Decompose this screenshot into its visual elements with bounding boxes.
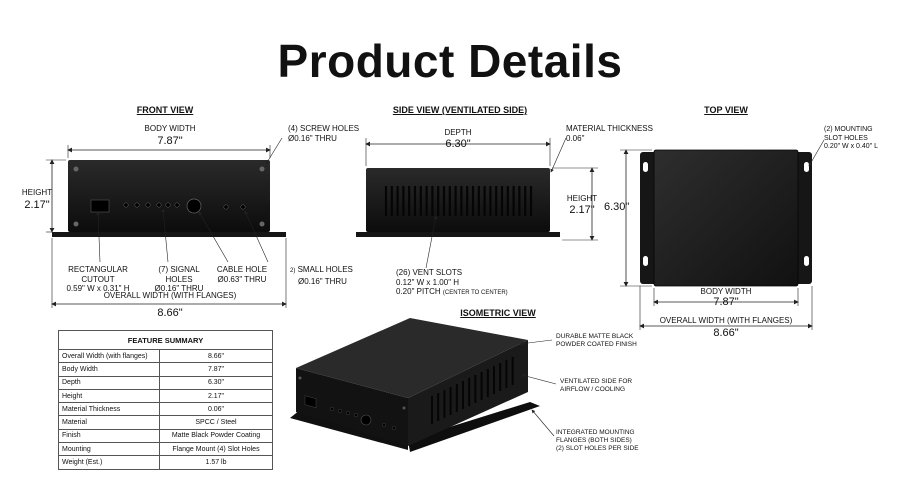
table-row: Overall Width (with flanges)8.66": [58, 348, 273, 364]
small-holes-note: 2) SMALL HOLES Ø0.16" THRU: [290, 265, 353, 286]
feature-summary: FEATURE SUMMARY Overall Width (with flan…: [58, 330, 273, 470]
top-body-width-label: BODY WIDTH: [700, 287, 752, 296]
feature-value-cell: 1.57 lb: [159, 455, 273, 470]
front-height-value: 2.17": [24, 199, 50, 211]
top-overall-width-label: OVERALL WIDTH (WITH FLANGES): [659, 316, 793, 325]
feature-value-cell: 6.30": [159, 375, 273, 390]
front-body-width-label: BODY WIDTH: [144, 124, 196, 133]
feature-name-cell: Material: [58, 415, 160, 430]
side-height-label: HEIGHT: [566, 194, 598, 203]
top-overall-width-value: 8.66": [713, 327, 739, 339]
feature-summary-header: FEATURE SUMMARY: [58, 330, 273, 350]
front-view-drawing: [46, 137, 287, 308]
feature-value-cell: Flange Mount (4) Slot Holes: [159, 442, 273, 457]
top-depth-value: 6.30": [604, 201, 630, 213]
front-height-label: HEIGHT: [21, 188, 53, 197]
feature-value-cell: 2.17": [159, 388, 273, 404]
feature-name-cell: Height: [58, 388, 160, 404]
page-title: Product Details: [277, 35, 623, 87]
front-view-title: FRONT VIEW: [136, 105, 194, 115]
isometric-view-drawing: [290, 318, 557, 452]
side-depth-label: DEPTH: [444, 128, 472, 137]
feature-name-cell: Weight (Est.): [58, 455, 160, 470]
front-body-width-value: 7.87": [157, 135, 183, 147]
feature-summary-table: FEATURE SUMMARY Overall Width (with flan…: [58, 330, 273, 470]
feature-value-cell: SPCC / Steel: [159, 415, 273, 430]
top-view-drawing: [620, 139, 825, 330]
feature-name-cell: Finish: [58, 428, 160, 444]
feature-name-cell: Mounting: [58, 442, 160, 457]
feature-name-cell: Overall Width (with flanges): [58, 348, 160, 364]
feature-value-cell: 0.06": [159, 402, 273, 417]
side-view-title: SIDE VIEW (VENTILATED SIDE): [392, 105, 528, 115]
side-height-value: 2.17": [569, 204, 595, 216]
table-row: Weight (Est.)1.57 lb: [58, 455, 273, 470]
feature-value-cell: Matte Black Powder Coating: [159, 428, 273, 444]
isometric-view-title: ISOMETRIC VIEW: [460, 308, 536, 318]
vent-slots-note: (26) VENT SLOTS 0.12" W x 1.00" H 0.20" …: [396, 268, 508, 296]
feature-name-cell: Material Thickness: [58, 402, 160, 417]
feature-name-cell: Body Width: [58, 362, 160, 377]
feature-value-cell: 8.66": [159, 348, 273, 364]
feature-name-cell: Depth: [58, 375, 160, 390]
top-body-width-value: 7.87": [713, 296, 739, 308]
front-overall-width-label: OVERALL WIDTH (WITH FLANGES): [103, 291, 237, 300]
feature-value-cell: 7.87": [159, 362, 273, 377]
side-depth-value: 6.30": [445, 138, 471, 150]
side-view-drawing: [356, 137, 598, 269]
top-view-title: TOP VIEW: [704, 105, 748, 115]
front-overall-width-value: 8.66": [157, 307, 183, 319]
